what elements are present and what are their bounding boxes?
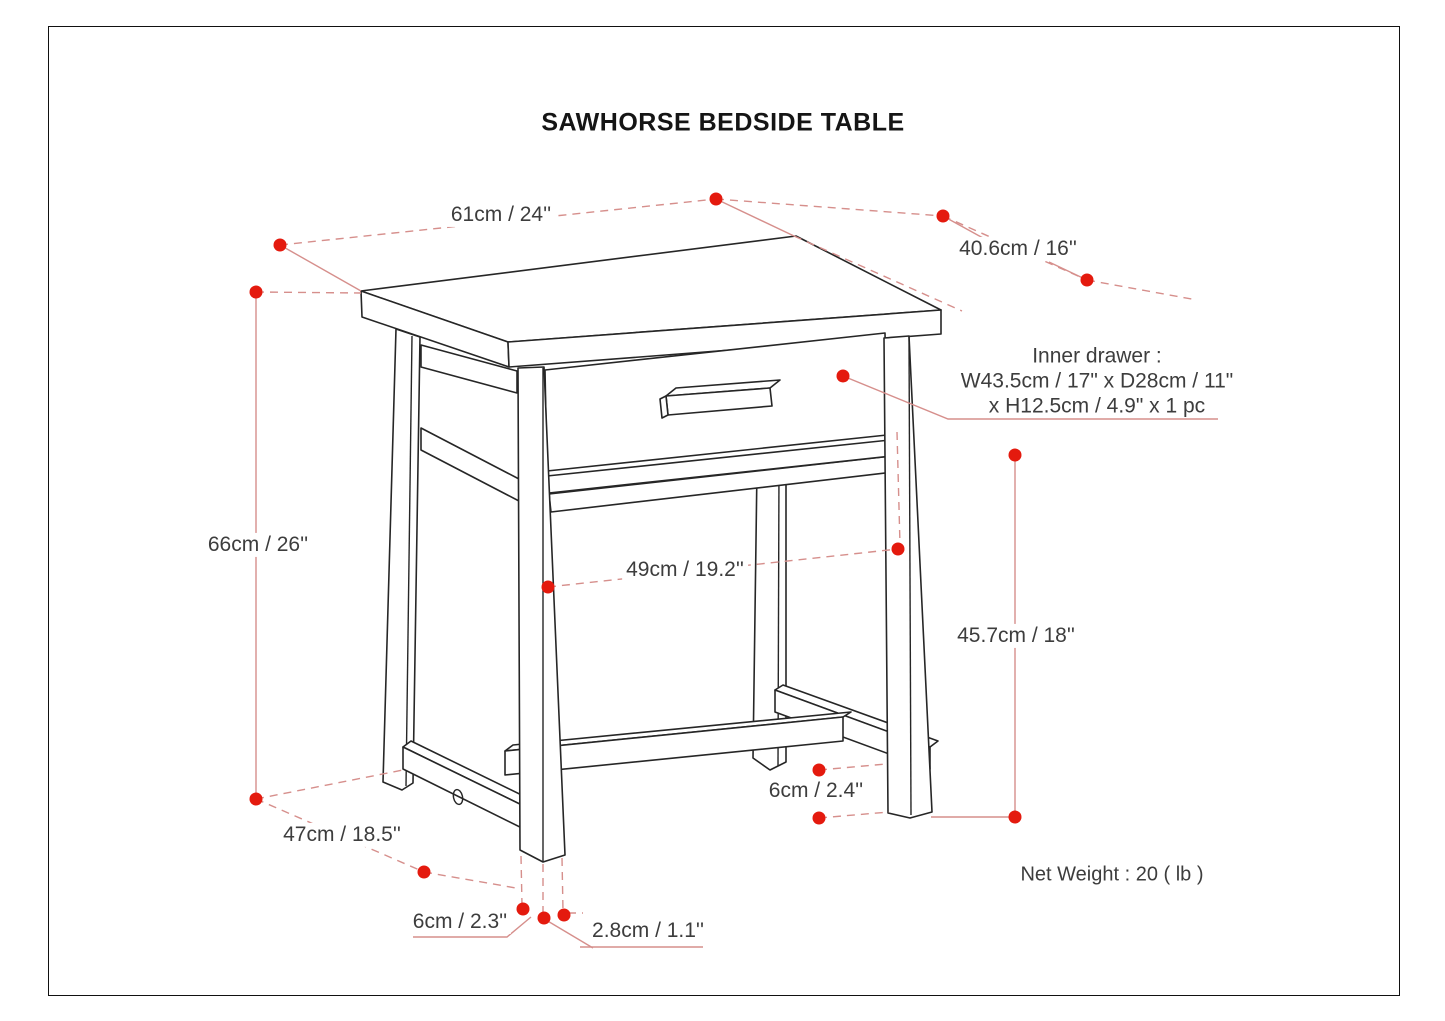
dim-base-depth: 47cm / 18.5'' <box>279 822 405 848</box>
front-right-leg <box>883 335 933 819</box>
dim-inner-drawer-line3: x H12.5cm / 4.9" x 1 pc <box>988 394 1206 418</box>
dimension-dots <box>249 192 1094 925</box>
back-left-leg <box>382 328 421 791</box>
dim-leg-thickness: 6cm / 2.3'' <box>408 909 512 935</box>
page-title: SAWHORSE BEDSIDE TABLE <box>541 108 905 137</box>
dim-inner-drawer: Inner drawer : W43.5cm / 17" x D28cm / 1… <box>957 344 1237 419</box>
centre-stretcher <box>504 711 852 776</box>
left-apron <box>420 344 518 394</box>
table-top <box>360 235 942 368</box>
dim-overall-height: 66cm / 26'' <box>203 532 313 558</box>
dim-top-width: 61cm / 24'' <box>446 202 556 228</box>
dim-inner-width: 49cm / 19.2'' <box>622 557 748 583</box>
net-weight-label: Net Weight : 20 ( lb ) <box>1020 863 1204 886</box>
drawer-handle <box>659 379 781 419</box>
left-side-rail <box>420 427 520 502</box>
dimension-lines <box>255 198 1218 949</box>
dim-inner-drawer-line2: W43.5cm / 17" x D28cm / 11" <box>960 369 1234 393</box>
dim-foot-offset: 2.8cm / 1.1'' <box>588 918 708 944</box>
page-border <box>48 26 1400 996</box>
dim-inner-drawer-line1: Inner drawer : <box>1032 344 1162 368</box>
bedside-table-drawing <box>360 235 942 863</box>
front-left-leg <box>517 366 566 863</box>
screw-hole <box>452 788 464 806</box>
dim-top-depth: 40.6cm / 16'' <box>955 236 1081 262</box>
dim-leg-height: 45.7cm / 18'' <box>953 623 1079 649</box>
dim-stretcher-height: 6cm / 2.4'' <box>764 778 868 804</box>
